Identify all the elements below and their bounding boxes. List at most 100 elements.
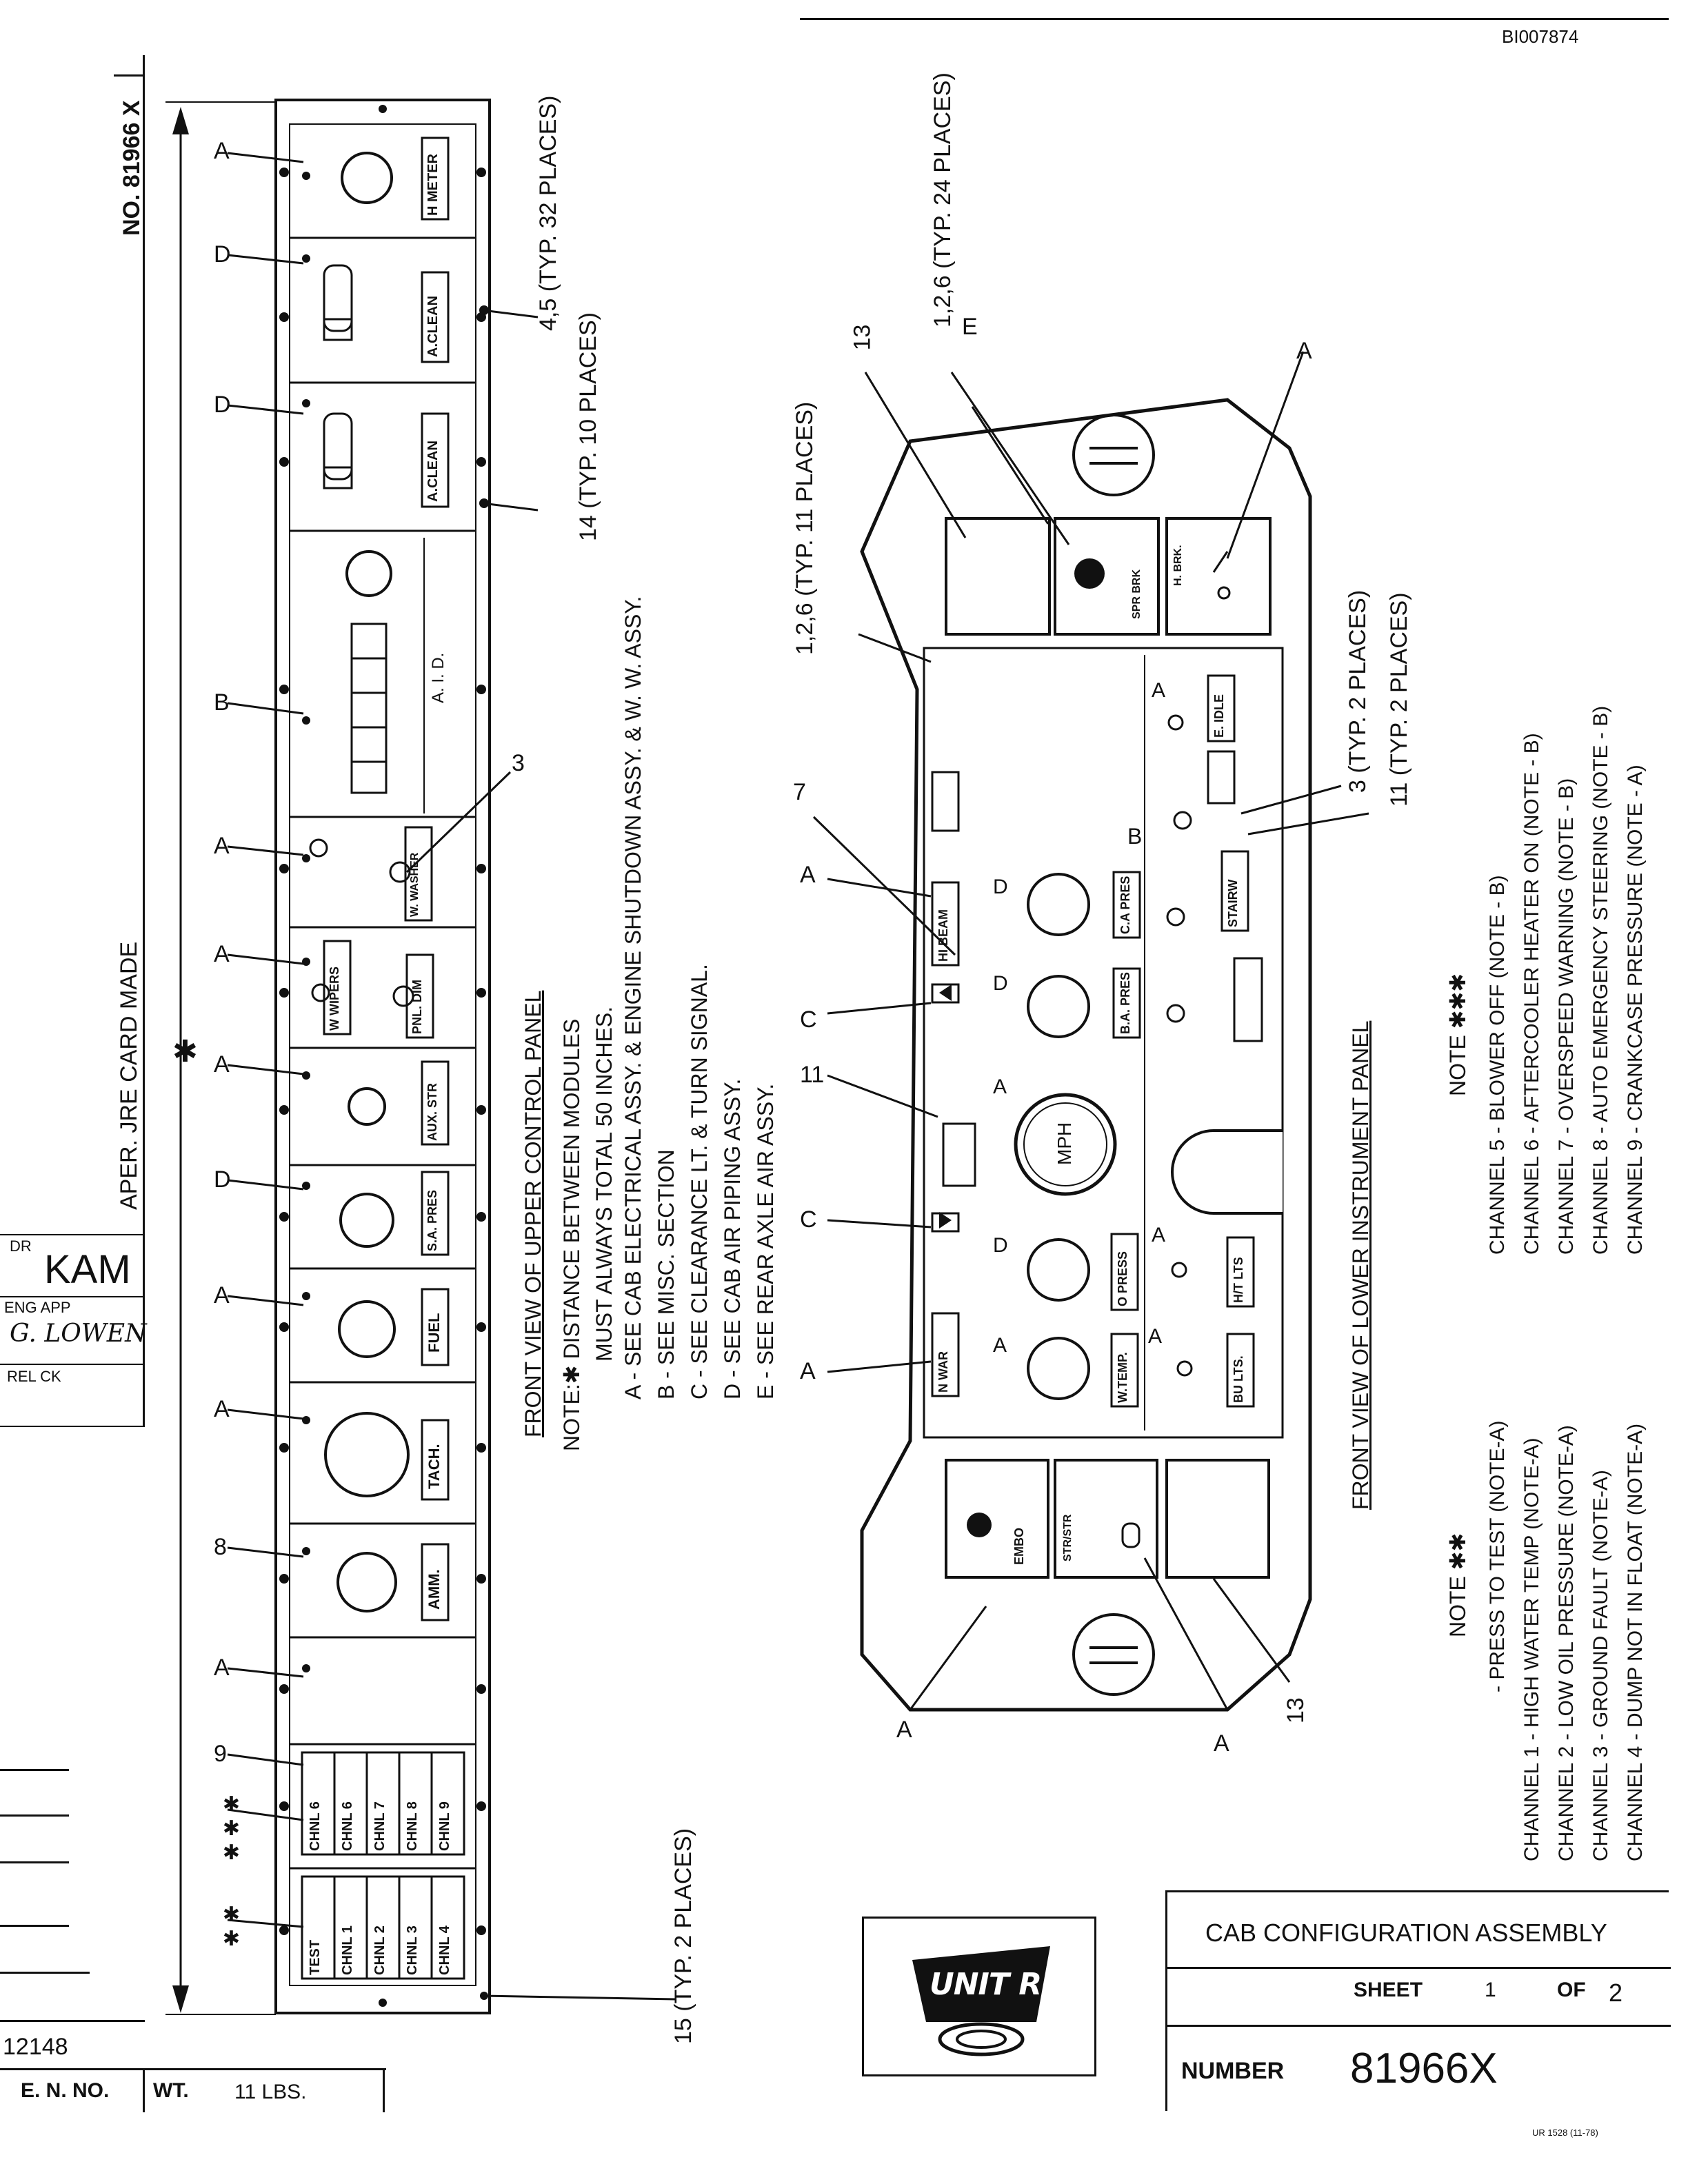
callout-d-capres: D: [993, 876, 1008, 898]
label-stairw: STAIRW: [1226, 879, 1240, 927]
callout-3star: ✱✱✱: [220, 1792, 243, 1865]
callout-a-wiper: A: [214, 941, 230, 967]
of-number: 2: [1609, 1979, 1623, 2007]
panel-frame: [274, 99, 491, 2014]
hand-brake-lever: [1212, 551, 1229, 573]
strip-rule: [0, 1925, 69, 1927]
note-3star-line: CHANNEL 8 - AUTO EMERGENCY STEERING (NOT…: [1589, 705, 1612, 1255]
ba-pres-gauge: [1027, 975, 1090, 1038]
indicator-light: [1166, 1004, 1185, 1023]
label-h-brk: H. BRK.: [1172, 545, 1184, 586]
ammeter-gauge: [336, 1552, 397, 1612]
water-temp-gauge: [1027, 1337, 1090, 1400]
dimension-star: ✱: [172, 1035, 198, 1069]
steering-cutout: [1171, 1129, 1283, 1215]
callout-a-washer: A: [214, 833, 230, 859]
callout-c-top: C: [800, 1007, 817, 1033]
eng-app-name: G. LOWEN: [10, 1320, 147, 1348]
label-ba-pres: B.A. PRES: [1118, 971, 1132, 1034]
label-n-warn: N WAR: [936, 1351, 950, 1393]
unit-rig-logo: [912, 1946, 1050, 2056]
callout-a-wtemp: A: [993, 1334, 1007, 1357]
strip-rule: [0, 1769, 69, 1771]
title-block: CAB CONFIGURATION ASSEMBLY SHEET 1 OF 2 …: [1165, 1890, 1671, 2111]
callout-a-bults: A: [1148, 1325, 1163, 1348]
right-knob: [1072, 1613, 1155, 1696]
leader-126: 1,2,6 (TYP. 11 PLACES): [792, 401, 818, 655]
sa-pressure-gauge: [339, 1193, 394, 1248]
mph-gauge: [1014, 1093, 1117, 1196]
rel-ck-label: REL CK: [7, 1368, 61, 1385]
callout-a-amm: A: [214, 1655, 230, 1681]
logo-text: UNIT RIG: [930, 1967, 1077, 2002]
tachometer-gauge: [324, 1412, 410, 1497]
frame-bolt: [379, 1999, 387, 2007]
label-bu-lts: BU LTS.: [1232, 1355, 1245, 1403]
frame-bolt: [379, 105, 387, 113]
module-13-top: [945, 517, 1051, 636]
sheet-number: 1: [1485, 1979, 1496, 2001]
note-2star-title: NOTE ✱✱: [1445, 1533, 1470, 1637]
strip-rule: [0, 1972, 90, 1974]
strip-rule: [143, 2068, 145, 2112]
label-mph: MPH: [1054, 1122, 1075, 1165]
callout-a-lower: A: [1152, 679, 1166, 702]
aux-steer-gauge: [348, 1087, 386, 1126]
callout-8: 8: [214, 1534, 227, 1560]
callout-d-bapres: D: [993, 972, 1008, 995]
sheet-border-top: [800, 18, 1669, 20]
right-knob-grip: [1089, 1646, 1138, 1664]
lower-panel-outline: [860, 398, 1312, 1712]
callout-d-aclean: D: [214, 392, 231, 418]
callout-d-sapres: D: [214, 1166, 231, 1193]
wt-label: WT.: [153, 2079, 189, 2102]
note-2star-line: CHANNEL 1 - HIGH WATER TEMP (NOTE-A): [1520, 1437, 1543, 1862]
label-str-str: STR/STR: [1062, 1514, 1074, 1561]
number-label: NUMBER: [1181, 2058, 1285, 2084]
lower-label-boxes: [931, 674, 1263, 1408]
callout-9: 9: [214, 1741, 227, 1767]
module-separators: [290, 236, 476, 1870]
ca-pres-gauge: [1027, 873, 1090, 936]
lower-leaders: [812, 351, 1369, 1710]
callout-d-aclean: D: [214, 241, 231, 267]
callout-a-hibeam: A: [800, 862, 816, 888]
fuel-gauge: [338, 1300, 396, 1358]
eng-app-label: ENG APP: [4, 1299, 71, 1316]
strip-border: [143, 55, 145, 1427]
note-2star-line: - PRESS TO TEST (NOTE-A): [1486, 1420, 1509, 1692]
title-block-rule: [1167, 1967, 1671, 1969]
strip-rule: [0, 1364, 143, 1365]
label-spr-brk: SPR BRK: [1131, 569, 1143, 619]
label-boxes: [323, 136, 450, 1621]
callout-b-aid: B: [214, 689, 230, 716]
hand-brake-module: [1165, 517, 1272, 636]
lower-panel-title: FRONT VIEW OF LOWER INSTRUMENT PANEL: [1348, 1020, 1373, 1510]
label-ca-pres: C.A PRES: [1118, 876, 1132, 934]
callout-b-lower: B: [1127, 824, 1143, 849]
note-3star-line: CHANNEL 5 - BLOWER OFF (NOTE - B): [1486, 875, 1509, 1255]
callout-11: 11: [800, 1062, 825, 1088]
strip-rule: [0, 1861, 69, 1863]
strip-rule: [0, 1426, 143, 1427]
strip-rule: [0, 1234, 143, 1235]
aid-display-segments: [350, 623, 388, 794]
strip-rule: [0, 2020, 145, 2022]
of-label: OF: [1557, 1979, 1586, 2001]
drawing-number: 81966X: [1350, 2045, 1498, 2092]
spring-brake-button: [1074, 558, 1105, 589]
strip-rule: [0, 1814, 69, 1817]
dr-label: DR: [10, 1237, 32, 1255]
callout-d-opres: D: [993, 1234, 1008, 1257]
callout-a-hmeter: A: [214, 138, 230, 164]
mph-gauge-inner: [1023, 1102, 1107, 1186]
washer-light: [389, 861, 411, 883]
upper-leaders: [227, 152, 676, 2001]
left-knob: [1072, 414, 1155, 496]
document-code: BI007874: [1502, 26, 1579, 47]
bu-lts-switch: [1176, 1360, 1193, 1377]
callout-a-fuel: A: [214, 1282, 230, 1308]
panel-inner-strip: [289, 123, 476, 1986]
label-o-press: O PRESS: [1116, 1251, 1129, 1306]
